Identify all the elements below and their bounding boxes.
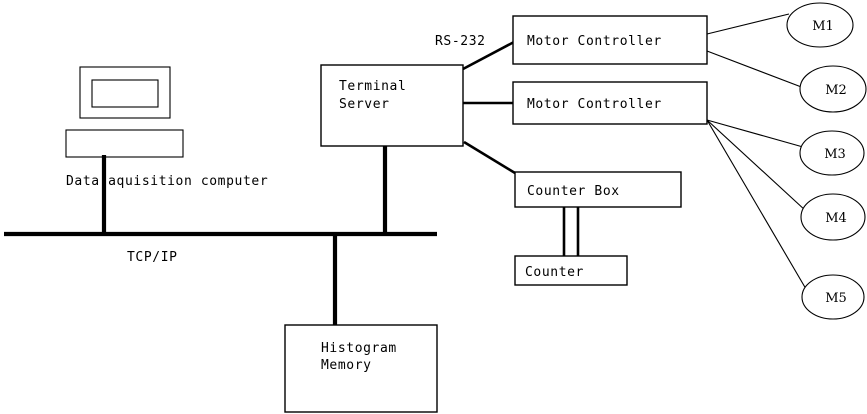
motor-m4-ellipse [800, 193, 866, 241]
counter-box-box [514, 171, 682, 208]
motor-m2-label: M2 [825, 83, 847, 98]
motor-m4[interactable]: M4 [800, 193, 866, 241]
counter-box-shape [514, 255, 628, 286]
motor-controller-1-node[interactable]: Motor Controller [512, 15, 708, 65]
motor-link-m4 [706, 119, 807, 212]
motor-controller-1-label: Motor Controller [527, 34, 662, 49]
motor-link-m5 [706, 119, 807, 290]
counter-node[interactable]: Counter [514, 255, 628, 286]
motor-controller-2-label: Motor Controller [527, 97, 662, 112]
histogram-memory-node[interactable]: Histogram Memory [284, 324, 438, 413]
data-acquisition-computer-caption: Data aquisition computer [66, 174, 268, 189]
monitor-screen [91, 79, 159, 108]
counter-box-label: Counter Box [527, 184, 620, 199]
motor-m5-label: M5 [825, 291, 847, 306]
motor-m4-label: M4 [825, 211, 847, 226]
motor-m3-ellipse [799, 130, 865, 176]
motor-m2-ellipse [799, 65, 867, 113]
motor-link-m1 [706, 13, 790, 35]
motor-link-m2 [706, 50, 805, 89]
motor-m1[interactable]: M1 [786, 2, 854, 48]
rs232-link-to-counter-box [463, 140, 516, 175]
rs232-link-to-controller-1 [462, 40, 515, 71]
counter-label: Counter [525, 265, 584, 280]
motor-m1-ellipse [786, 2, 854, 48]
motor-m3-label: M3 [824, 147, 846, 162]
motor-controller-1-box [512, 15, 708, 65]
counter-box-node[interactable]: Counter Box [514, 171, 682, 208]
terminal-server-node[interactable]: Terminal Server [320, 64, 464, 147]
data-acquisition-computer[interactable] [65, 66, 184, 236]
histogram-memory-label-line1: Histogram [321, 341, 397, 356]
terminal-server-label-line2: Server [339, 97, 390, 112]
motor-controller-2-node[interactable]: Motor Controller [512, 81, 708, 125]
motor-m5-ellipse [801, 274, 865, 320]
tcpip-bus-label: TCP/IP [127, 250, 178, 265]
rs232-label: RS-232 [435, 34, 486, 49]
terminal-server-label-line1: Terminal [339, 79, 406, 94]
motor-m2[interactable]: M2 [799, 65, 867, 113]
motor-m3[interactable]: M3 [799, 130, 865, 176]
motor-m1-label: M1 [812, 19, 834, 34]
motor-m5[interactable]: M5 [801, 274, 865, 320]
terminal-server-box [320, 64, 464, 147]
computer-base [65, 129, 184, 158]
motor-controller-2-box [512, 81, 708, 125]
histogram-memory-label-line2: Memory [321, 358, 372, 373]
motor-link-m3 [706, 119, 804, 148]
histogram-memory-box [284, 324, 438, 413]
